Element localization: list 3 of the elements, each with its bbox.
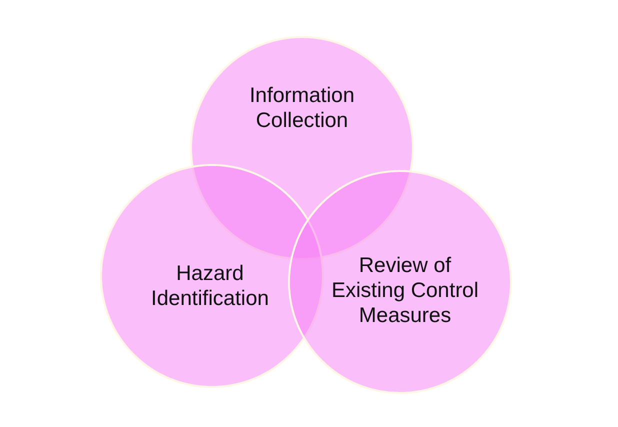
circle-label: Review of Existing Control Measures — [330, 252, 480, 328]
circle-label: Hazard Identification — [150, 261, 270, 311]
circle-label: Information Collection — [248, 83, 356, 133]
